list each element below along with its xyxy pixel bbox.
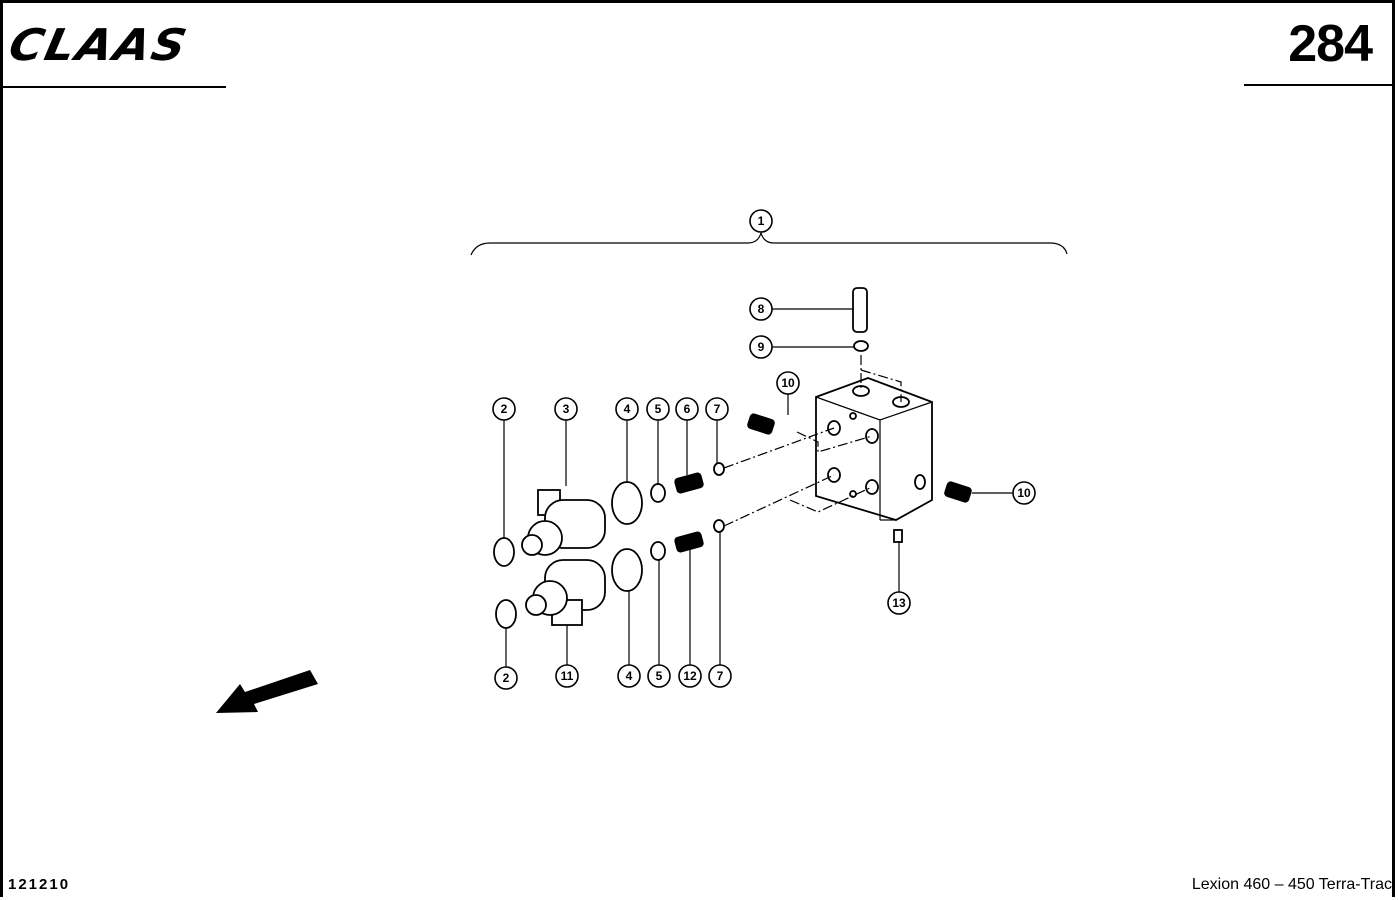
svg-text:3: 3 bbox=[563, 402, 570, 416]
part-4-oring bbox=[611, 548, 643, 592]
part-10-plug bbox=[747, 413, 775, 435]
svg-text:2: 2 bbox=[501, 402, 508, 416]
part-7-oring bbox=[713, 519, 725, 533]
svg-text:7: 7 bbox=[714, 402, 721, 416]
callout-5: 5 bbox=[647, 664, 671, 688]
callout-9: 9 bbox=[749, 335, 773, 359]
svg-text:9: 9 bbox=[758, 340, 765, 354]
callout-3: 3 bbox=[554, 397, 578, 421]
part-6-cartridge bbox=[674, 472, 704, 494]
logo-rule bbox=[3, 86, 226, 88]
svg-text:4: 4 bbox=[626, 669, 633, 683]
callout-8: 8 bbox=[749, 297, 773, 321]
part-4-oring bbox=[611, 481, 643, 525]
part-5-oring bbox=[650, 541, 666, 561]
callout-7: 7 bbox=[708, 664, 732, 688]
part-2-oring bbox=[495, 599, 517, 629]
callout-10: 10 bbox=[1012, 481, 1036, 505]
drawing-code: 121210 bbox=[8, 876, 71, 893]
callout-2: 2 bbox=[494, 666, 518, 690]
svg-text:2: 2 bbox=[503, 671, 510, 685]
part-3-solenoid-coil bbox=[521, 489, 606, 556]
part-12-cartridge bbox=[674, 531, 704, 553]
svg-text:13: 13 bbox=[892, 596, 906, 610]
part-11-solenoid-coil bbox=[525, 559, 606, 626]
page-number: 284 bbox=[1288, 15, 1373, 73]
callout-7: 7 bbox=[705, 397, 729, 421]
valve-block bbox=[815, 377, 933, 521]
svg-text:10: 10 bbox=[781, 376, 795, 390]
callout-12: 12 bbox=[678, 664, 702, 688]
machine-model: Lexion 460 – 450 Terra-Trac bbox=[1191, 876, 1392, 893]
svg-text:10: 10 bbox=[1017, 486, 1031, 500]
svg-text:4: 4 bbox=[624, 402, 631, 416]
callout-1: 1 bbox=[749, 209, 773, 233]
callout-6: 6 bbox=[675, 397, 699, 421]
part-13-plug bbox=[893, 529, 903, 543]
callout-2: 2 bbox=[492, 397, 516, 421]
part-5-oring bbox=[650, 483, 666, 503]
part-2-oring bbox=[493, 537, 515, 567]
page-number-rule bbox=[1244, 84, 1395, 86]
part-9-oring bbox=[853, 340, 869, 352]
callout-4: 4 bbox=[617, 664, 641, 688]
svg-text:5: 5 bbox=[656, 669, 663, 683]
svg-text:1: 1 bbox=[758, 214, 765, 228]
part-8-fitting bbox=[852, 287, 868, 333]
svg-text:5: 5 bbox=[655, 402, 662, 416]
svg-text:12: 12 bbox=[683, 669, 697, 683]
svg-text:7: 7 bbox=[717, 669, 724, 683]
part-7-oring bbox=[713, 462, 725, 476]
svg-text:6: 6 bbox=[684, 402, 691, 416]
callout-4: 4 bbox=[615, 397, 639, 421]
callout-5: 5 bbox=[646, 397, 670, 421]
callout-13: 13 bbox=[887, 591, 911, 615]
callout-11: 11 bbox=[555, 664, 579, 688]
direction-arrow-icon bbox=[216, 670, 318, 713]
assembly-brace bbox=[470, 230, 1068, 256]
part-10-plug bbox=[944, 481, 972, 503]
callout-10: 10 bbox=[776, 371, 800, 395]
svg-text:11: 11 bbox=[561, 669, 574, 683]
svg-text:8: 8 bbox=[758, 302, 765, 316]
